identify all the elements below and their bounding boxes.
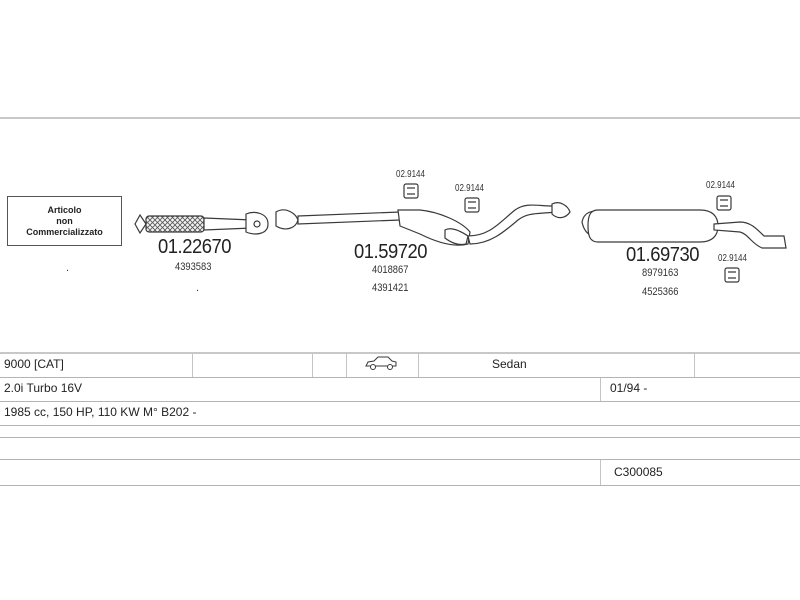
table-row	[0, 438, 800, 460]
table-row	[0, 426, 800, 438]
marker-dot: .	[196, 282, 200, 294]
table-row: 1985 cc, 150 HP, 110 KW M° B202 -	[0, 402, 800, 426]
front-pipe-part[interactable]	[134, 211, 269, 235]
rear-silencer-part[interactable]	[581, 209, 787, 249]
center-silencer-part[interactable]	[275, 202, 571, 246]
table-row: 2.0i Turbo 16V 01/94 -	[0, 378, 800, 402]
not-available-note: Articolo non Commercializzato	[7, 196, 122, 246]
clamp-icon[interactable]	[403, 183, 419, 199]
model-cell: 9000 [CAT]	[4, 357, 64, 371]
top-border	[0, 117, 800, 119]
note-line: Commercializzato	[26, 226, 103, 237]
marker-dot: .	[66, 262, 70, 274]
oe-reference: 4393583	[175, 261, 212, 273]
oe-reference: 4525366	[642, 286, 679, 298]
clamp-icon[interactable]	[724, 267, 740, 283]
code-cell: C300085	[614, 465, 663, 479]
car-icon	[364, 354, 398, 377]
note-line: Articolo	[47, 204, 82, 215]
table-top-border	[0, 352, 800, 354]
clamp-icon[interactable]	[716, 195, 732, 211]
clamp-label: 02.9144	[396, 169, 425, 180]
clamp-label: 02.9144	[455, 183, 484, 194]
note-line: non	[56, 215, 73, 226]
oe-reference: 8979163	[642, 267, 679, 279]
date-cell: 01/94 -	[610, 381, 648, 395]
part-number[interactable]: 01.69730	[626, 244, 700, 266]
clamp-icon[interactable]	[464, 197, 480, 213]
oe-reference: 4391421	[372, 282, 409, 294]
specs-cell: 1985 cc, 150 HP, 110 KW M° B202 -	[4, 405, 197, 419]
table-row: 9000 [CAT] Sedan	[0, 354, 800, 378]
body-type-cell: Sedan	[492, 357, 527, 371]
table-row: C300085	[0, 460, 800, 486]
part-number[interactable]: 01.22670	[158, 236, 232, 258]
clamp-label: 02.9144	[706, 180, 735, 191]
oe-reference: 4018867	[372, 264, 409, 276]
part-number[interactable]: 01.59720	[354, 241, 428, 263]
engine-cell: 2.0i Turbo 16V	[4, 381, 83, 395]
clamp-label: 02.9144	[718, 253, 747, 264]
